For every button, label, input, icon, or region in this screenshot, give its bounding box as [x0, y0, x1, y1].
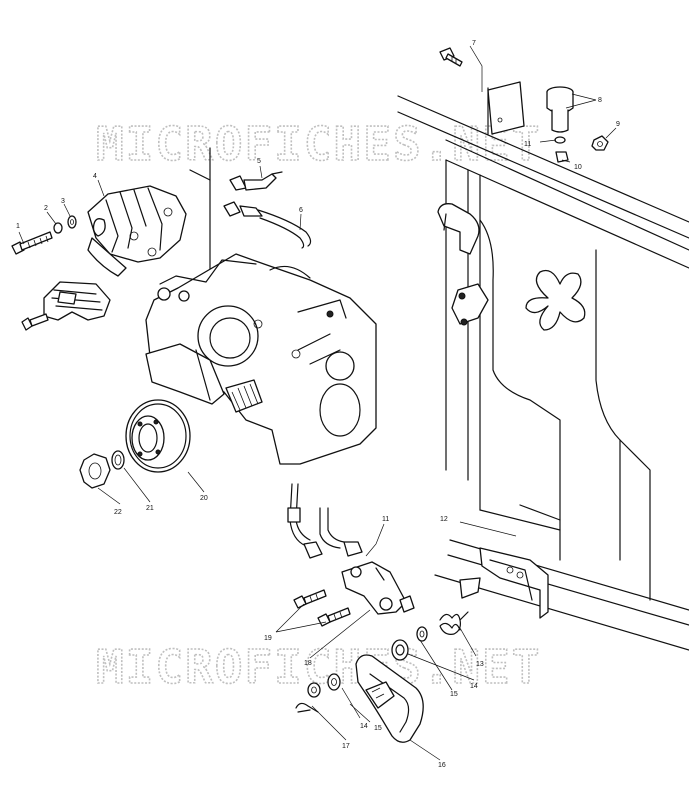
engine-case [145, 253, 377, 465]
callout-7: 7 [472, 40, 476, 47]
callout-1: 1 [16, 223, 20, 230]
callout-19: 19 [264, 635, 272, 642]
callout-6: 6 [299, 207, 303, 214]
callout-9: 9 [616, 121, 620, 128]
watermark-top: MICROFICHES.NET [96, 117, 541, 171]
frame-assembly [397, 95, 689, 651]
callout-numbers: 1 2 3 4 5 6 7 8 9 10 11 11 12 13 14 14 1… [16, 40, 620, 769]
brake-disc-assembly [79, 399, 191, 489]
callout-21: 21 [146, 505, 154, 512]
callout-5: 5 [257, 158, 261, 165]
callout-16: 16 [438, 762, 446, 769]
callout-20: 20 [200, 495, 208, 502]
callout-15-right: 15 [450, 691, 458, 698]
callout-3: 3 [61, 198, 65, 205]
callout-14-left: 14 [360, 723, 368, 730]
caliper-assembly [11, 147, 312, 331]
callout-17: 17 [342, 743, 350, 750]
leader-lines [18, 45, 617, 761]
callout-13: 13 [476, 661, 484, 668]
callout-11-bottom: 11 [382, 516, 389, 523]
callout-15-left: 15 [374, 725, 382, 732]
callout-18: 18 [304, 660, 312, 667]
callout-11-top: 11 [524, 141, 531, 148]
callout-12: 12 [440, 516, 448, 523]
callout-10: 10 [574, 164, 582, 171]
callout-2: 2 [44, 205, 48, 212]
callout-14-right: 14 [470, 683, 478, 690]
callout-22: 22 [114, 509, 122, 516]
brake-lever-assembly [287, 483, 469, 743]
callout-4: 4 [93, 173, 97, 180]
callout-8: 8 [598, 97, 602, 104]
